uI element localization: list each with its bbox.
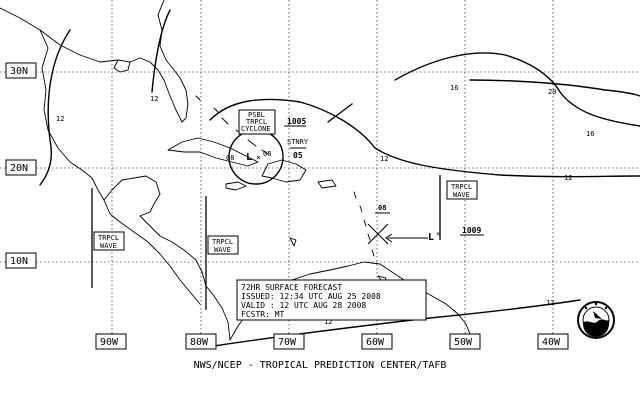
wave-label-line: TRPCL [98, 234, 119, 242]
tropical-cyclone-group: PSBL TRPCL CYCLONE L × 08 08 1005 STNRY … [226, 109, 309, 163]
forecast-info-box: 72HR SURFACE FORECAST ISSUED: 12:34 UTC … [236, 279, 427, 321]
lat-label-30n: 30N [10, 66, 28, 77]
cuba-coast [167, 137, 259, 167]
isobar-label-group: 12 12 12 12 12 12 16 16 20 [56, 84, 594, 326]
lon-label-70w: 70W [278, 337, 297, 348]
isobar-20 [469, 79, 640, 97]
cyclone-motion: STNRY [287, 138, 309, 146]
us-gulf-coast [0, 7, 105, 201]
forecast-title: 72HR SURFACE FORECAST [241, 283, 342, 292]
longitude-labels: 90W 80W 70W 60W 50W 40W [95, 333, 569, 350]
wave-label-line: TRPCL [212, 238, 233, 246]
isobar-label: 12 [56, 115, 64, 123]
cyclone-speed: 05 [293, 151, 303, 160]
center-marker-icon: × [436, 230, 440, 238]
hispaniola-coast [261, 159, 307, 183]
isobar-florida [151, 9, 171, 93]
position-x-icon [367, 223, 389, 245]
isobar-label: 16 [450, 84, 458, 92]
lon-label-60w: 60W [366, 337, 385, 348]
wave-label-line: TRPCL [451, 183, 472, 191]
lat-label-10n: 10N [10, 256, 28, 267]
center-marker-icon: × [256, 153, 261, 162]
lat-label-20n: 20N [10, 163, 28, 174]
isobar-16 [394, 52, 640, 127]
coastlines [0, 0, 471, 341]
wave-label-line: WAVE [100, 242, 117, 250]
forecast-valid: VALID : 12 UTC AUG 28 2008 [241, 301, 366, 310]
isobar-central [209, 98, 640, 178]
cyclone-label-line: TRPCL [246, 118, 267, 126]
isobar-label: 12 [150, 95, 158, 103]
noaa-logo-icon [577, 301, 615, 339]
central-america-coast [103, 175, 231, 341]
isobar-label: 12 [380, 155, 388, 163]
wave-label-line: WAVE [214, 246, 231, 254]
forecast-issued: ISSUED: 12:34 UTC AUG 25 2008 [241, 292, 381, 301]
cyclone-aux-label: 08 [263, 150, 271, 158]
lon-label-80w: 80W [190, 337, 209, 348]
tropical-waves: TRPCL WAVE TRPCL WAVE TRPCL WAVE [91, 175, 478, 310]
lon-label-90w: 90W [100, 337, 119, 348]
isobar-label: 12 [564, 174, 572, 182]
cyclone-label-line: PSBL [248, 111, 265, 119]
east-low-group: L × 1009 [385, 226, 484, 243]
low-pressure-symbol: L [246, 152, 252, 163]
motion-arrow-icon [385, 233, 393, 243]
latitude-labels: 30N 20N 10N [5, 62, 37, 269]
cyclone-pressure: 1005 [287, 117, 306, 126]
lon-label-50w: 50W [454, 337, 473, 348]
cyclone-label-line: CYCLONE [241, 125, 271, 133]
isobar-label: 12 [324, 318, 332, 326]
wave-position-label: 08 [378, 204, 386, 212]
graticule [0, 0, 640, 350]
cyclone-side-label: 08 [226, 154, 234, 162]
isobar-west [39, 29, 71, 186]
isobar-label: 12 [546, 299, 554, 307]
low-pressure-symbol: L [428, 232, 434, 243]
isobar-label: 16 [586, 130, 594, 138]
lon-label-40w: 40W [542, 337, 561, 348]
wave-label-line: WAVE [453, 191, 470, 199]
east-low-pressure: 1009 [462, 226, 481, 235]
forecaster: FCSTR: MT [241, 310, 285, 319]
wave-position-group: 08 [367, 204, 390, 245]
isobar-label: 20 [548, 88, 556, 96]
map-footer: NWS/NCEP - TROPICAL PREDICTION CENTER/TA… [194, 360, 447, 371]
